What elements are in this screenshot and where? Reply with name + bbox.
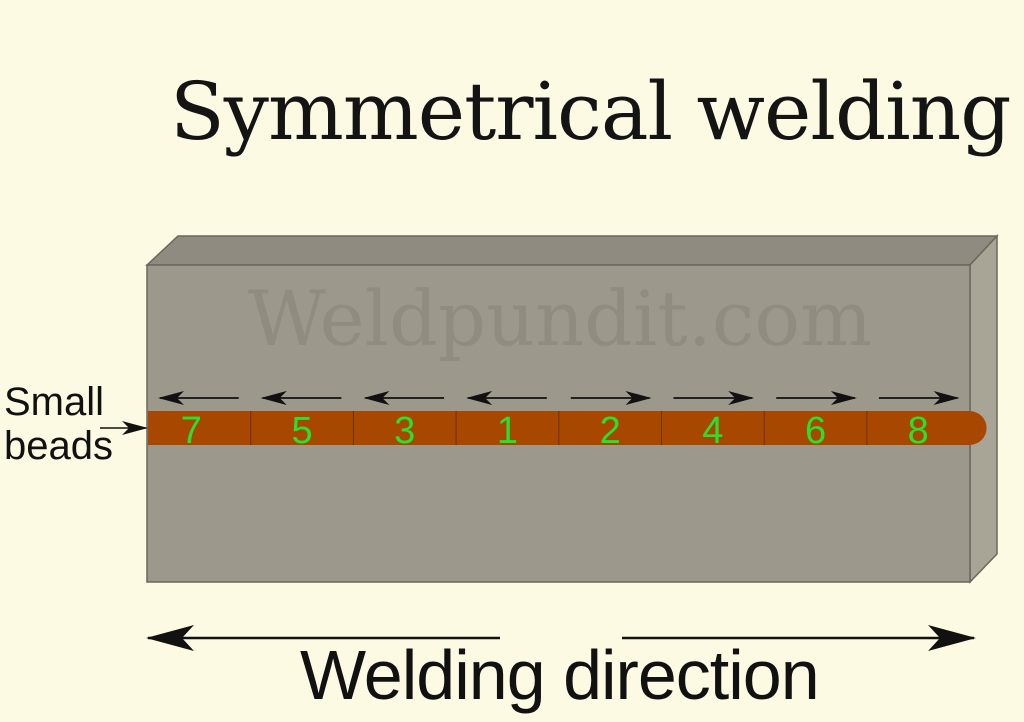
bead-number-5: 5 [291,410,312,452]
small-beads-label: Small beads [4,380,113,468]
bead-number-7: 7 [181,410,202,452]
weld-bead-body [148,411,987,445]
bead-number-3: 3 [394,410,415,452]
weld-bead: 7 5 3 1 2 4 6 8 [148,391,987,452]
bead-numbers: 7 5 3 1 2 4 6 8 [181,410,929,452]
bead-number-8: 8 [908,410,929,452]
bead-number-1: 1 [497,410,518,452]
bead-number-6: 6 [805,410,826,452]
bead-number-4: 4 [702,410,723,452]
watermark-text: Weldpundit.com [248,274,872,363]
plate-side-face [969,234,998,584]
bead-number-2: 2 [600,410,621,452]
plate-top-face [145,235,999,266]
bead-dividers [250,411,868,445]
page-title: Symmetrical welding [170,65,1012,158]
small-beads-label-line1: Small [4,380,105,424]
small-beads-label-line2: beads [4,424,113,468]
welding-direction-label: Welding direction [300,636,820,714]
